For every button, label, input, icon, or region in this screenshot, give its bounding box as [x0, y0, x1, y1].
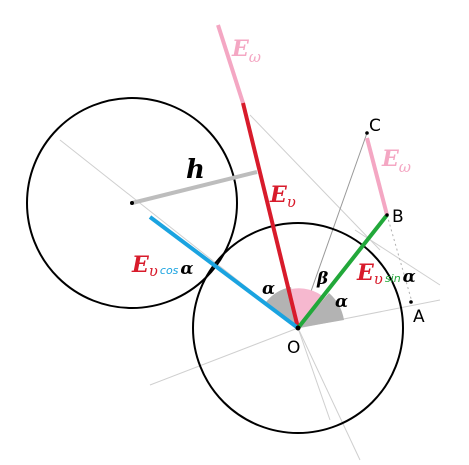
label-point-o: O [287, 338, 300, 358]
right-circle [192, 222, 404, 434]
e-v-cos-vector [148, 215, 300, 330]
label-alpha-left: α [262, 279, 275, 299]
label-point-a: A [413, 307, 425, 327]
point-o-dot [295, 325, 301, 331]
beta-angle-wedge [291, 288, 325, 328]
label-e-omega-top: Eω [231, 36, 261, 66]
left-circle-center-dot [130, 201, 134, 205]
label-e-omega-right: Eω [381, 146, 411, 176]
label-beta: β [316, 269, 328, 289]
point-a-dot [409, 300, 413, 304]
h-segment [131, 170, 258, 205]
e-v-sin-vector [296, 213, 389, 330]
e-omega-vector-top [216, 24, 245, 104]
point-c-dot [365, 131, 369, 135]
label-point-c: C [369, 116, 381, 136]
construction-line-lower [297, 327, 331, 421]
point-b-dot [385, 213, 389, 217]
e-omega-vector-right [365, 137, 389, 216]
label-alpha-right: α [335, 292, 348, 312]
e-v-vector [241, 102, 300, 329]
construction-line-lower-left [149, 327, 299, 386]
label-point-b: B [392, 207, 404, 227]
construction-line-lower-right [297, 327, 361, 461]
left-circle [26, 97, 238, 309]
construction-line-upper [249, 114, 381, 251]
line-b-to-a [386, 214, 413, 303]
label-e-v: Eυ [269, 182, 296, 211]
label-h: h [186, 155, 205, 185]
alpha-angle-wedge-right [298, 293, 344, 328]
